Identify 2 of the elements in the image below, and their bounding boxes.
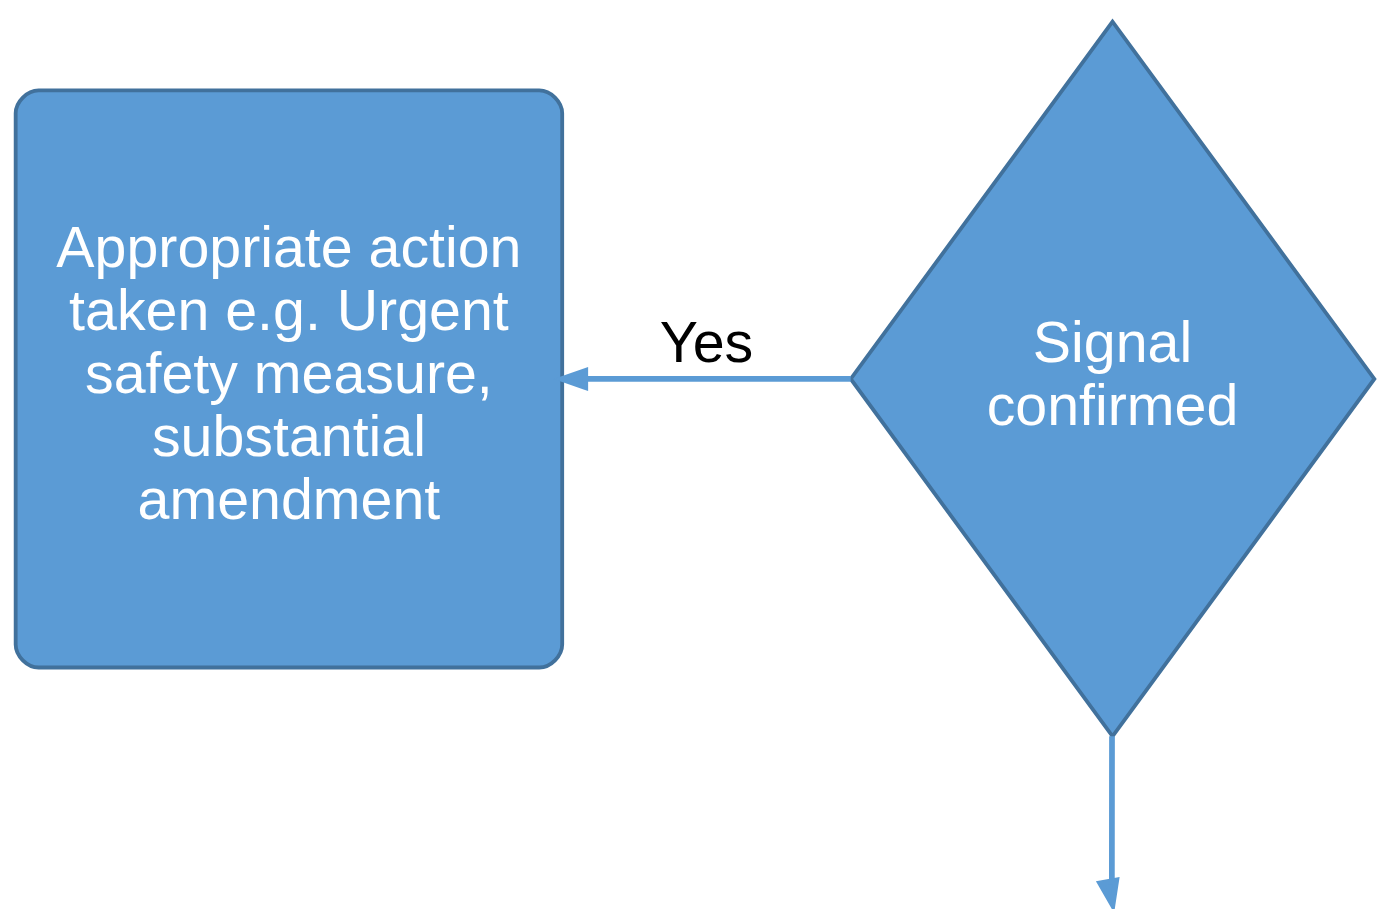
node-box: Appropriate action taken e.g. Urgent safety measure, substantial amendment: [13, 88, 565, 669]
edge-label: Yes: [659, 309, 754, 374]
